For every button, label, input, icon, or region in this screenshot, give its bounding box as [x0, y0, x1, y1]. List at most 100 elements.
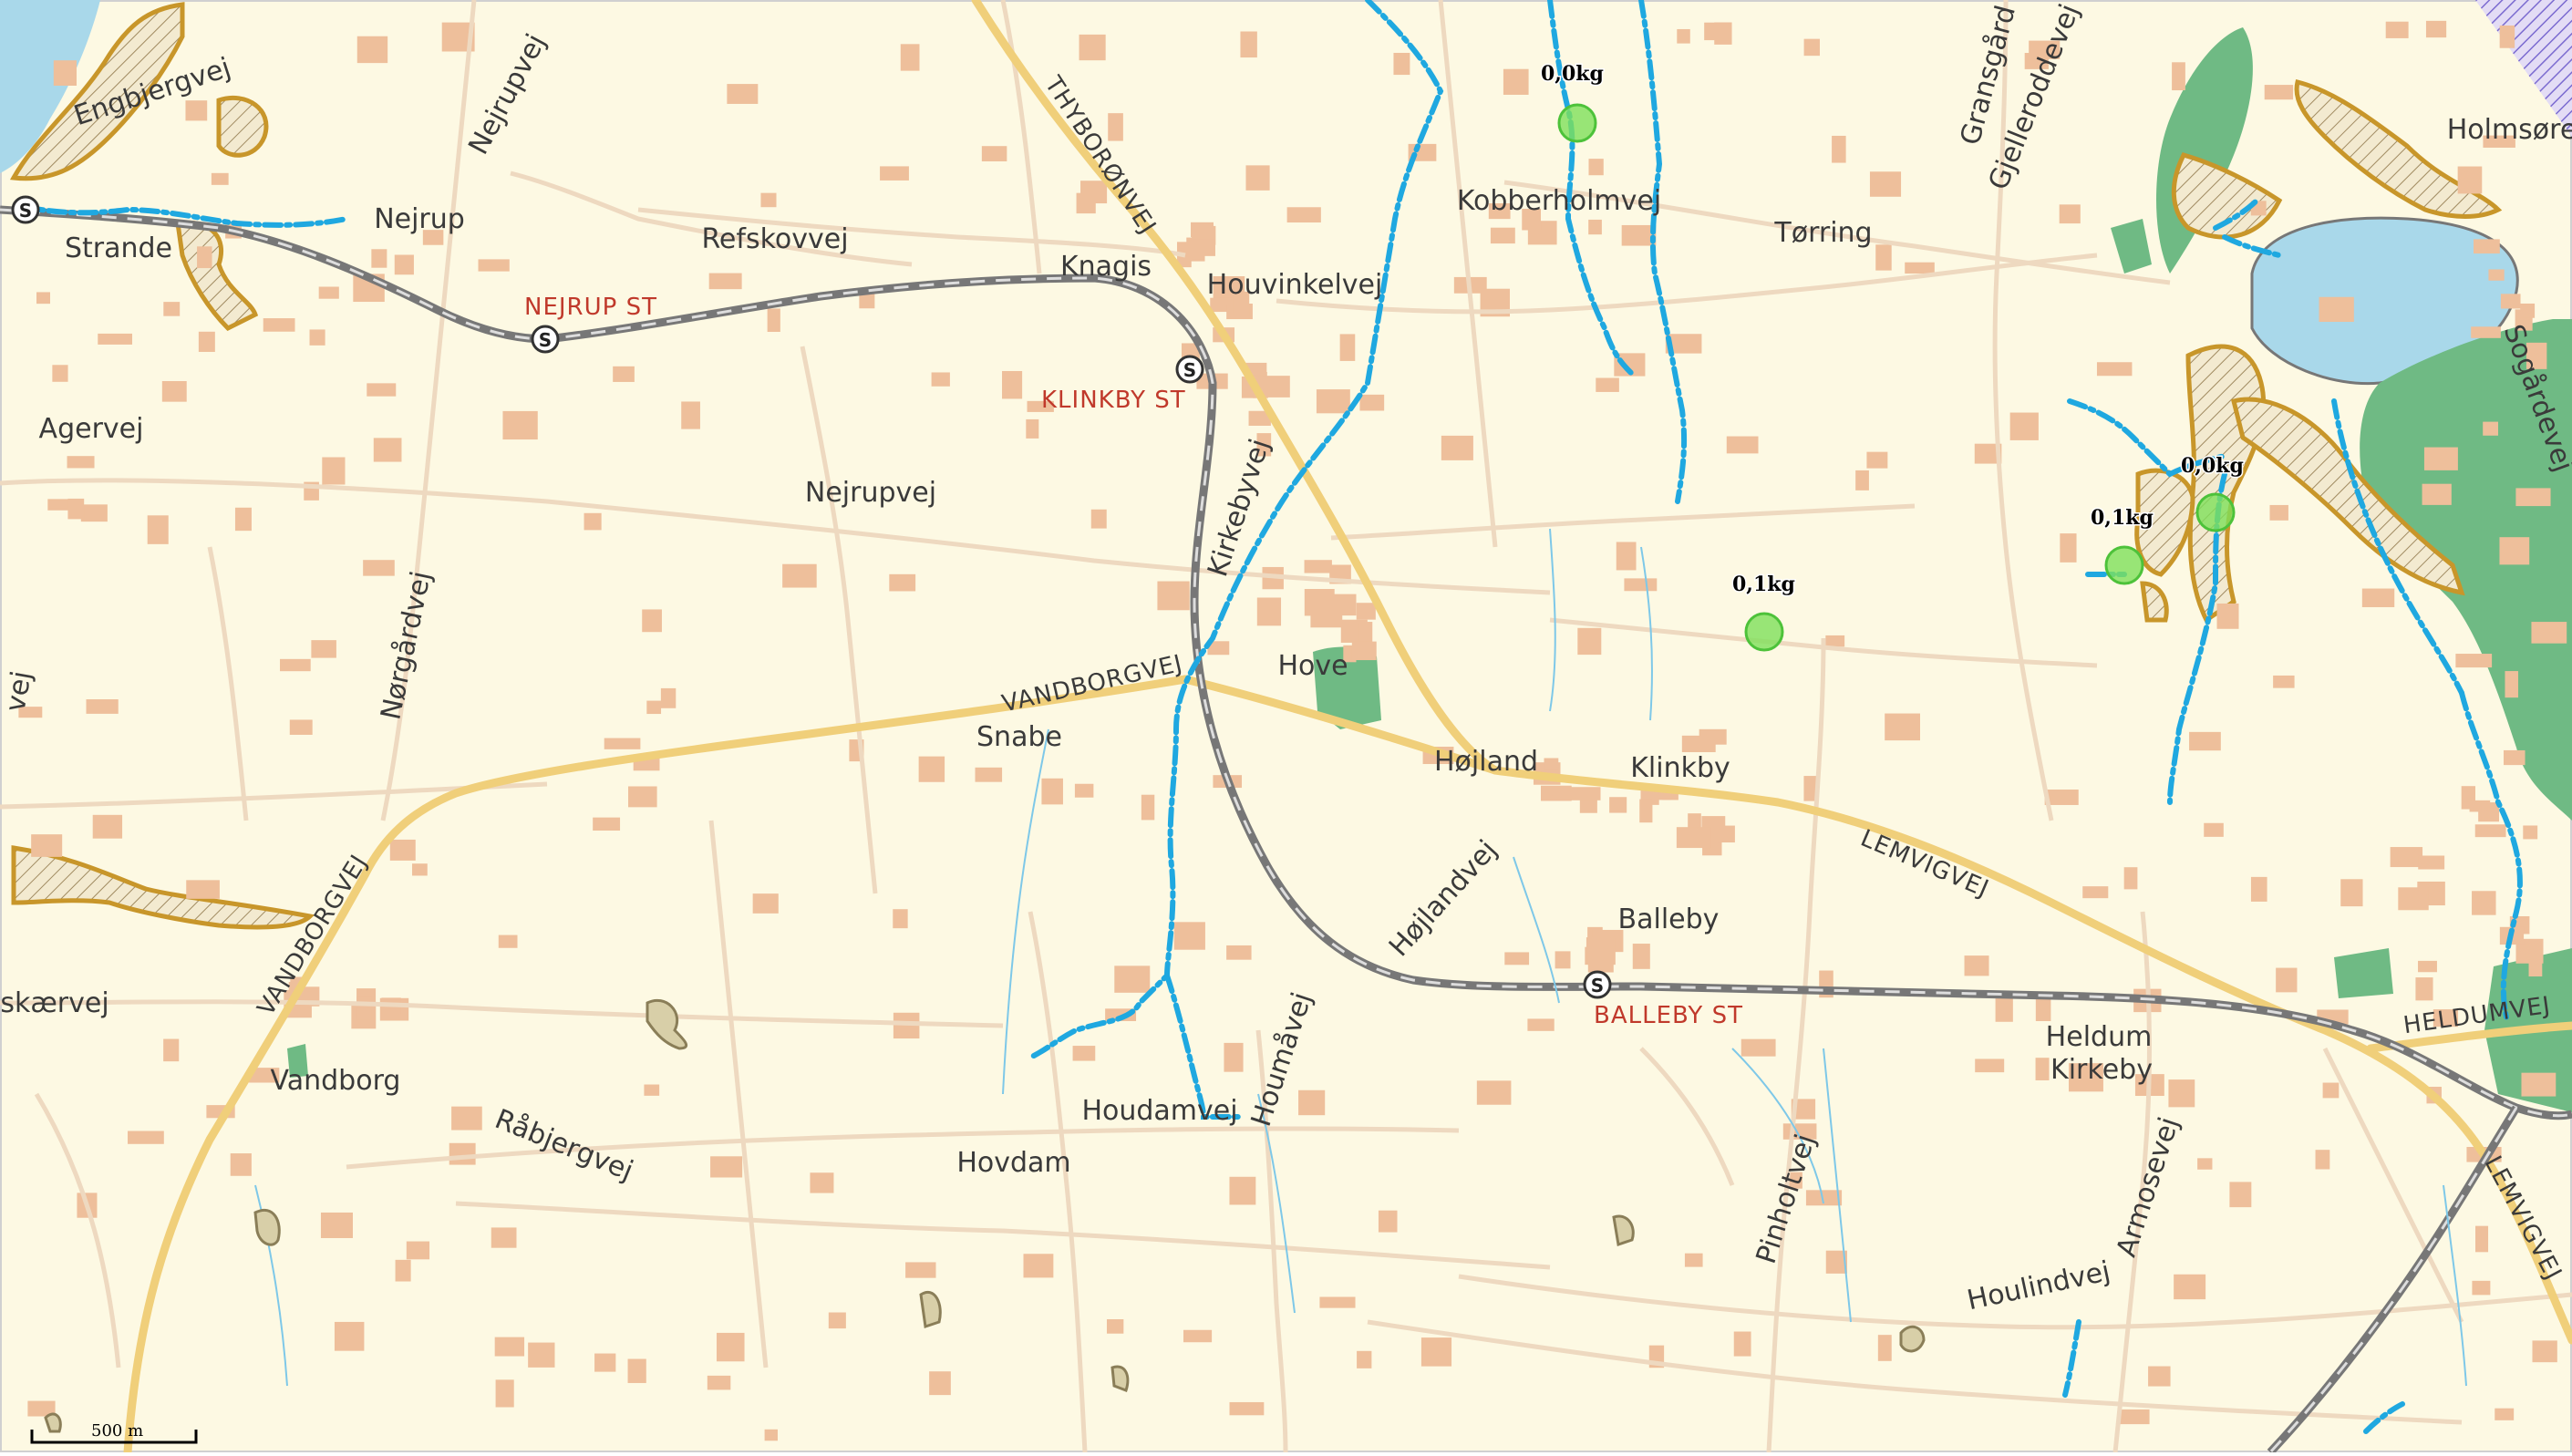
building: [1224, 1042, 1244, 1072]
building: [412, 863, 428, 876]
building: [764, 1429, 778, 1441]
building: [356, 36, 388, 64]
station-icon-glyph: S: [19, 200, 32, 222]
building: [67, 456, 95, 469]
building: [363, 560, 395, 576]
building: [2197, 1158, 2213, 1170]
building: [2069, 1063, 2103, 1092]
building: [322, 457, 346, 485]
building: [1596, 377, 1619, 392]
place-label: Houvinkelvej: [1207, 269, 1383, 301]
building: [1877, 1335, 1892, 1361]
building: [604, 738, 641, 749]
building: [1677, 28, 1690, 44]
building: [2472, 891, 2496, 915]
building: [1248, 410, 1271, 426]
building: [1076, 192, 1096, 214]
building: [1026, 418, 1039, 439]
building: [1072, 1046, 1096, 1061]
building: [1298, 1089, 1326, 1116]
building: [1616, 542, 1637, 571]
building: [1240, 31, 1257, 58]
building: [1665, 334, 1702, 354]
building: [2483, 421, 2499, 436]
building: [2457, 166, 2483, 194]
station-icon: [11, 195, 40, 224]
building: [828, 1312, 846, 1329]
building: [2385, 21, 2409, 38]
building: [2531, 622, 2567, 644]
building: [1106, 1319, 1124, 1334]
building: [2455, 654, 2493, 668]
measurement-marker-icon: [1744, 612, 1784, 652]
building: [1304, 560, 1332, 573]
measurement-label: 0,1kg: [1732, 573, 1795, 596]
station-icon: [531, 325, 560, 354]
place-label: Hove: [1277, 650, 1348, 682]
building: [163, 302, 181, 316]
scale-bar: 500 m: [30, 1421, 198, 1444]
measurement-point[interactable]: 0,1kg: [1731, 572, 1796, 652]
building: [1869, 171, 1902, 197]
building: [234, 507, 252, 532]
building: [2319, 296, 2354, 323]
building: [52, 365, 68, 382]
building: [2172, 62, 2185, 91]
place-label: Balleby: [1618, 904, 1720, 935]
road-thyboronvej: [971, 0, 1500, 775]
building: [1490, 227, 1515, 244]
building: [1074, 783, 1094, 798]
measurement-point[interactable]: 0,0kg: [2180, 453, 2245, 532]
station-marker[interactable]: S: [11, 195, 40, 224]
building: [502, 410, 538, 440]
building: [86, 699, 119, 714]
measurement-point[interactable]: 0,0kg: [1540, 61, 1605, 143]
building: [2526, 342, 2547, 369]
building: [1079, 34, 1106, 61]
place-label: Knagis: [1060, 251, 1152, 283]
building: [2475, 1225, 2489, 1253]
building: [1885, 713, 1921, 741]
building: [498, 935, 518, 948]
building: [2423, 447, 2458, 470]
building: [2495, 1408, 2515, 1420]
building: [1504, 952, 1530, 966]
place-labels: StrandeNejrupAgervejRefskovvejKnagisHouv…: [0, 114, 2572, 1179]
building: [1191, 239, 1215, 256]
building: [627, 1358, 646, 1383]
station-label: NEJRUP ST: [524, 294, 657, 321]
building: [2204, 822, 2224, 837]
measurement-label: 0,0kg: [2181, 454, 2244, 478]
measurement-point[interactable]: 0,1kg: [2090, 505, 2154, 585]
measurement-points: 0,0kg 0,1kg 0,1kg 0,0kg: [1540, 61, 2245, 652]
building: [1141, 794, 1155, 821]
building: [1351, 641, 1377, 661]
building: [449, 1142, 476, 1165]
station-icon-glyph: S: [1591, 975, 1604, 996]
building: [1805, 1190, 1843, 1206]
building: [2505, 671, 2518, 698]
building: [1420, 1337, 1452, 1367]
road-label: vej: [0, 668, 38, 714]
building: [478, 259, 510, 272]
building: [98, 333, 132, 345]
building: [918, 756, 945, 782]
building: [249, 1068, 280, 1083]
building: [1588, 219, 1602, 235]
building: [528, 1342, 555, 1368]
building: [1570, 787, 1601, 800]
building: [2029, 40, 2061, 59]
building: [320, 1212, 353, 1238]
building: [289, 719, 313, 735]
building: [1684, 1253, 1703, 1267]
building: [1587, 947, 1614, 973]
building: [1855, 470, 1869, 490]
building: [1639, 799, 1653, 823]
building: [1527, 1018, 1555, 1031]
building: [905, 1262, 936, 1278]
building: [1624, 578, 1658, 592]
